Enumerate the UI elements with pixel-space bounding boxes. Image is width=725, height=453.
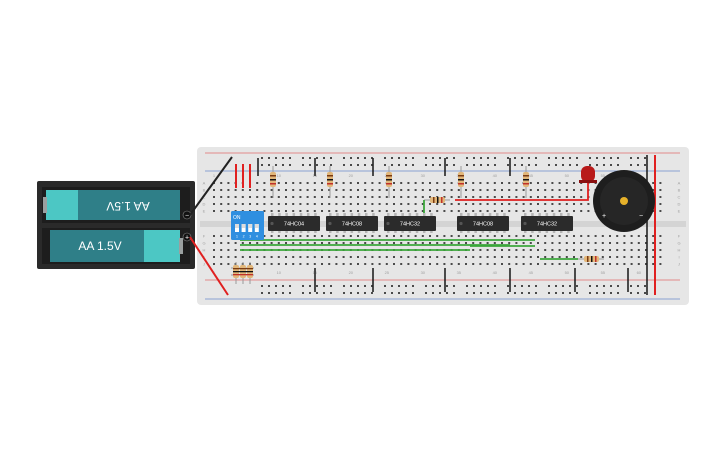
resistor-vertical-1[interactable] (270, 166, 276, 198)
chip-label: 74HC08 (473, 222, 493, 228)
battery-cell-top: AA 1.5V (43, 190, 180, 220)
chip-label: 74HC32 (400, 222, 420, 228)
resistor-horizontal-2[interactable] (578, 256, 604, 262)
column-number: 20 (349, 173, 354, 178)
chip-label: 74HC04 (284, 222, 304, 228)
chip-label: 74HC32 (537, 222, 557, 228)
breadboard-holes (213, 157, 662, 294)
row-label: I (678, 255, 679, 260)
buzzer-plus-label: + (602, 213, 606, 220)
battery-positive-wire[interactable] (189, 236, 229, 296)
column-number: 30 (421, 173, 426, 178)
battery-negative-wire[interactable] (189, 156, 233, 216)
column-number: 30 (421, 270, 426, 275)
dip-switch-number: 3 (249, 235, 251, 239)
column-number: 20 (349, 270, 354, 275)
row-label: A (203, 181, 206, 186)
column-number: 25 (385, 270, 390, 275)
center-channel (200, 221, 686, 227)
column-number: 45 (529, 173, 534, 178)
resistor-bank-bottom[interactable] (231, 262, 254, 284)
row-label: J (678, 262, 680, 267)
buzzer-minus-label: − (639, 213, 643, 220)
chip-label: 74HC08 (342, 222, 362, 228)
chip-74hc32[interactable]: 74HC32 (384, 213, 436, 233)
column-number: 10 (277, 270, 282, 275)
breadboard[interactable]: AABBCCDDEEFFGGHHIIJJ 1155101015152020252… (197, 147, 689, 305)
column-number: 60 (637, 270, 642, 275)
column-number: 45 (529, 270, 534, 275)
row-label: F (203, 234, 206, 239)
dip-switch-number: 4 (256, 235, 258, 239)
row-label: B (203, 188, 206, 193)
row-label: C (678, 195, 681, 200)
led-red[interactable] (579, 166, 597, 183)
power-rails (205, 152, 680, 300)
resistor-vertical-2[interactable] (327, 166, 333, 198)
piezo-buzzer[interactable]: + − (593, 170, 655, 232)
row-label: E (678, 209, 681, 214)
row-label: F (678, 234, 681, 239)
column-number: 1 (213, 173, 216, 178)
resistors-top[interactable] (270, 166, 529, 198)
battery-bottom-label: AA 1.5V (78, 239, 121, 253)
battery-pack[interactable]: AA 1.5V AA 1.5V − + (37, 181, 195, 269)
row-label: D (203, 202, 206, 207)
battery-cell-bottom: AA 1.5V (50, 230, 183, 262)
battery-minus-label: − (185, 213, 189, 220)
dip-switch-on-label: ON (233, 215, 241, 221)
rail-jumpers[interactable] (257, 155, 656, 295)
logic-chips[interactable]: 74HC04 74HC08 74HC32 74HC08 74HC32 (268, 213, 573, 233)
column-number: 40 (493, 173, 498, 178)
row-label: B (678, 188, 681, 193)
chip-74hc04[interactable]: 74HC04 (268, 213, 320, 233)
led-red-wire[interactable] (455, 180, 589, 201)
chip-74hc08[interactable]: 74HC08 (457, 213, 509, 233)
resistor-vertical-4[interactable] (458, 166, 464, 198)
battery-plus-label: + (185, 235, 189, 242)
column-number: 50 (565, 270, 570, 275)
dip-switch-number: 1 (236, 235, 238, 239)
resistor-vertical-3[interactable] (386, 166, 392, 198)
row-label: J (203, 262, 205, 267)
chip-74hc32[interactable]: 74HC32 (521, 213, 573, 233)
row-label: H (678, 248, 681, 253)
resistor-horizontal-1[interactable] (424, 197, 450, 203)
row-label: E (203, 209, 206, 214)
row-label: A (678, 181, 681, 186)
row-label: H (203, 248, 206, 253)
resistor-vertical-5[interactable] (523, 166, 529, 198)
battery-top-label: AA 1.5V (106, 199, 149, 213)
column-number: 50 (565, 173, 570, 178)
row-label: G (677, 241, 680, 246)
dip-switch-number: 2 (243, 235, 245, 239)
chip-74hc08[interactable]: 74HC08 (326, 213, 378, 233)
column-number: 55 (601, 270, 606, 275)
column-number: 55 (601, 173, 606, 178)
column-number: 40 (493, 270, 498, 275)
green-wires[interactable] (240, 200, 578, 260)
column-number: 10 (277, 173, 282, 178)
row-label: D (678, 202, 681, 207)
column-number: 35 (457, 270, 462, 275)
row-label: G (202, 241, 205, 246)
